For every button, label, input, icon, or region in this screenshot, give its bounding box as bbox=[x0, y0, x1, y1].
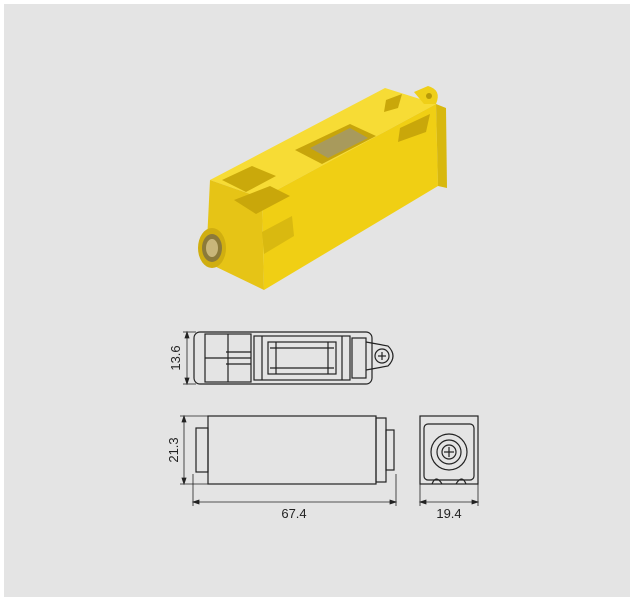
drawing-panel bbox=[4, 4, 630, 597]
side-view-length-dimension bbox=[191, 474, 398, 506]
side-view-length-label: 67.4 bbox=[281, 506, 306, 521]
end-view bbox=[419, 415, 479, 485]
top-view bbox=[193, 331, 394, 385]
product-photo bbox=[198, 86, 447, 290]
end-view-width-dimension bbox=[418, 478, 480, 506]
side-view-height-dimension bbox=[180, 414, 208, 486]
end-view-width-label: 19.4 bbox=[436, 506, 461, 521]
top-view-height-label: 13.6 bbox=[168, 345, 183, 370]
top-view-height-dimension bbox=[183, 330, 196, 386]
side-view bbox=[195, 415, 395, 485]
side-view-height-label: 21.3 bbox=[166, 437, 181, 462]
